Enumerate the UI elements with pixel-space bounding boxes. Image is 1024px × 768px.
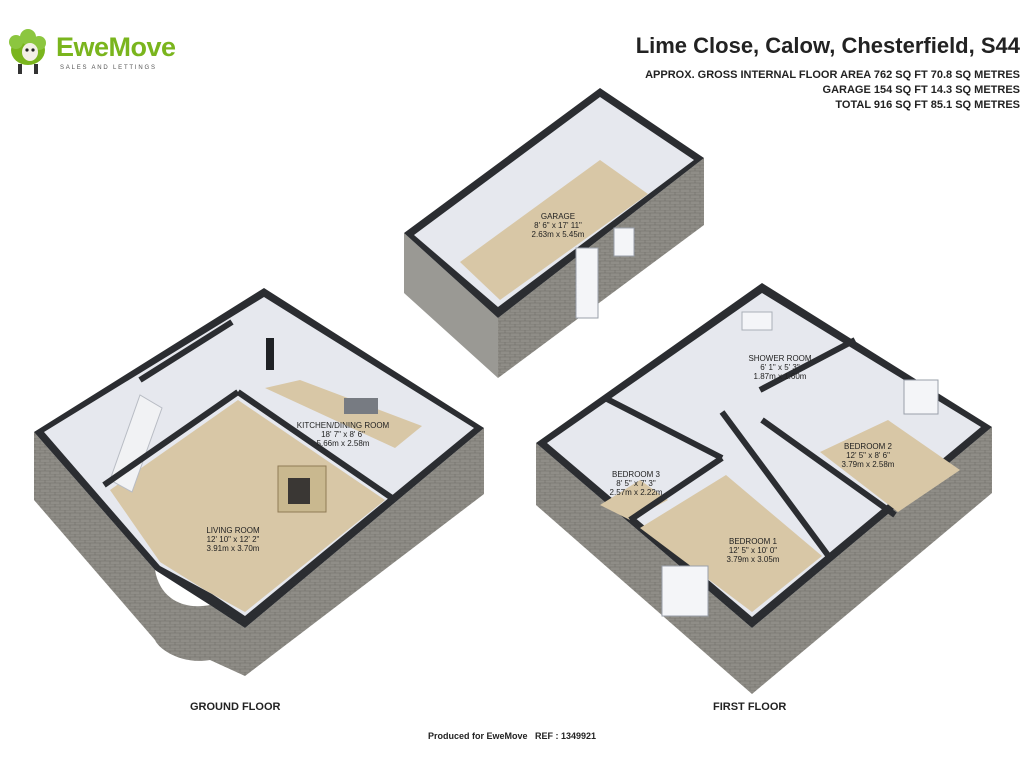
shower-fixtures xyxy=(741,311,773,331)
kitchen-hob xyxy=(344,398,378,414)
ground-bay-brick xyxy=(155,570,245,676)
sheep-mascot-icon xyxy=(9,29,46,74)
logo-wordmark: EweMove xyxy=(56,32,176,62)
bedroom-1-window xyxy=(661,565,709,617)
room-label-name: BEDROOM 1 xyxy=(729,537,778,546)
bedroom-1-floor xyxy=(640,475,822,612)
ground-floor-label: GROUND FLOOR xyxy=(190,701,281,713)
area-line-total-internal: APPROX. GROSS INTERNAL FLOOR AREA 762 SQ… xyxy=(645,69,1020,81)
garage-floor xyxy=(460,160,648,300)
brand-logo: EweMove SALES AND LETTINGS xyxy=(6,26,176,78)
room-label-name: GARAGE xyxy=(541,212,575,221)
garage-door-side xyxy=(404,233,498,378)
living-room-floor xyxy=(110,400,385,612)
first-floor-label: FIRST FLOOR xyxy=(713,701,787,713)
first-front-brick xyxy=(752,427,992,694)
room-label-imperial: 12' 10" x 12' 2" xyxy=(207,535,260,544)
room-label-metric: 3.79m x 3.05m xyxy=(727,555,780,564)
partition-wall xyxy=(760,417,897,518)
room-label-name: BEDROOM 2 xyxy=(844,442,893,451)
room-label-imperial: 12' 5" x 10' 0" xyxy=(729,546,777,555)
garage-window xyxy=(613,227,635,257)
ground-floor-block: KITCHEN/DINING ROOM 18' 7" x 8' 6" 5.66m… xyxy=(34,288,484,676)
first-floor-block: SHOWER ROOM 6' 1" x 5' 3" 1.87m x 1.60m … xyxy=(536,283,992,694)
room-label-imperial: 8' 6" x 17' 11" xyxy=(534,221,582,230)
partition-wall xyxy=(102,389,240,488)
room-label-imperial: 12' 5" x 8' 6" xyxy=(846,451,890,460)
room-label-metric: 3.91m x 3.70m xyxy=(207,544,260,553)
first-inner-walls xyxy=(547,293,981,617)
room-label-metric: 1.87m x 1.60m xyxy=(754,372,807,381)
room-label-name: SHOWER ROOM xyxy=(748,354,811,363)
room-label-metric: 3.79m x 2.58m xyxy=(842,460,895,469)
area-line-garage: GARAGE 154 SQ FT 14.3 SQ METRES xyxy=(822,84,1020,96)
bedroom-2-floor xyxy=(820,420,960,512)
partition-wall xyxy=(236,389,394,501)
garage-side-door xyxy=(575,247,599,319)
kitchen-counter xyxy=(266,338,274,370)
partition-wall xyxy=(603,395,724,461)
area-line-total: TOTAL 916 SQ FT 85.1 SQ METRES xyxy=(835,99,1020,111)
garage-block: GARAGE 8' 6" x 17' 11" 2.63m x 5.45m xyxy=(404,88,704,378)
partition-wall xyxy=(719,410,833,560)
room-label-name: BEDROOM 3 xyxy=(612,470,661,479)
fireplace-opening xyxy=(288,478,310,504)
property-title: Lime Close, Calow, Chesterfield, S44 xyxy=(635,33,1020,58)
room-label-imperial: 8' 5" x 7' 3" xyxy=(616,479,656,488)
room-label-name: LIVING ROOM xyxy=(206,526,260,535)
room-label-imperial: 6' 1" x 5' 3" xyxy=(760,363,800,372)
ground-front-brick xyxy=(245,428,484,676)
garage-brick-wall xyxy=(498,158,704,378)
room-label-metric: 2.57m x 2.22m xyxy=(610,488,663,497)
footer-reference: Produced for EweMove REF : 1349921 xyxy=(427,731,597,741)
partition-wall xyxy=(138,319,234,383)
partition-wall xyxy=(758,337,857,393)
room-label-metric: 2.63m x 5.45m xyxy=(532,230,585,239)
ground-left-brick xyxy=(34,432,155,640)
logo-tagline: SALES AND LETTINGS xyxy=(60,65,157,71)
first-left-brick xyxy=(536,443,752,694)
room-label-imperial: 18' 7" x 8' 6" xyxy=(321,430,365,439)
kitchen-floor xyxy=(265,380,422,448)
room-label-name: KITCHEN/DINING ROOM xyxy=(297,421,390,430)
floor-area-summary: APPROX. GROSS INTERNAL FLOOR AREA 762 SQ… xyxy=(645,68,1020,113)
bedroom-2-window xyxy=(903,379,939,415)
staircase xyxy=(109,394,163,493)
bedroom-3-floor xyxy=(600,480,668,520)
room-label-metric: 5.66m x 2.58m xyxy=(317,439,370,448)
partition-wall xyxy=(628,455,724,523)
